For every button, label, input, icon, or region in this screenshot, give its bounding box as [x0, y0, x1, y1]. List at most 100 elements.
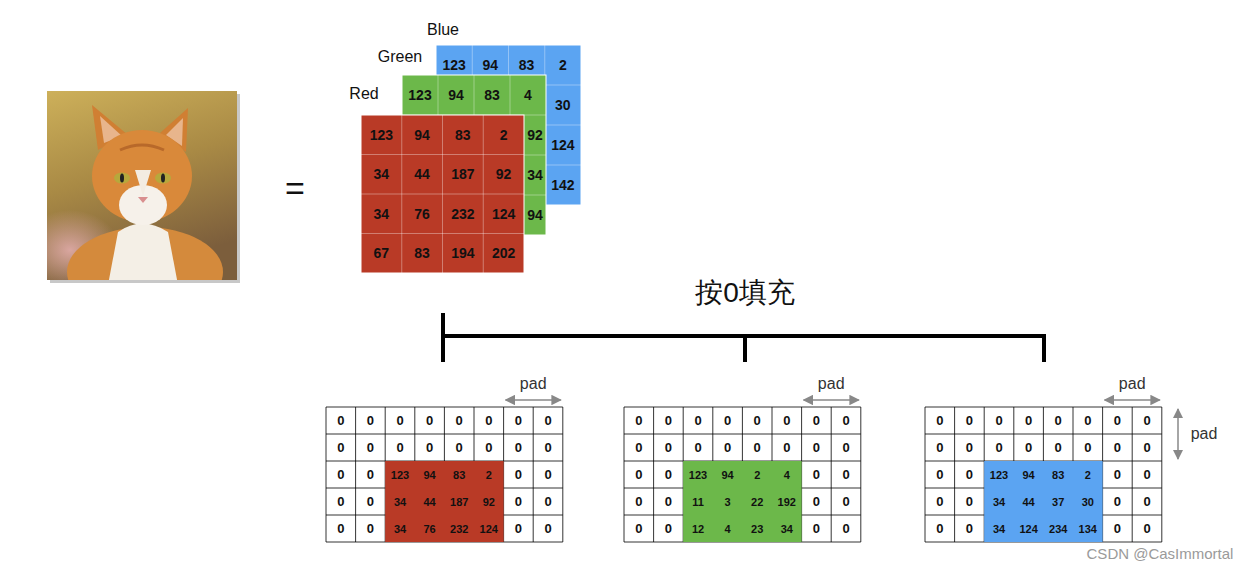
cat-blaze — [135, 170, 151, 196]
zero-pad-cell: 0 — [724, 440, 731, 455]
cat-stripe — [120, 145, 164, 150]
matrix-cell-value: 124 — [551, 137, 574, 153]
zero-pad-cell: 0 — [842, 494, 849, 509]
zero-pad-cell: 0 — [724, 413, 731, 428]
zero-pad-cell: 0 — [1143, 440, 1150, 455]
zero-pad-cell: 0 — [544, 494, 551, 509]
zero-pad-cell: 0 — [515, 494, 522, 509]
cat-pupil — [161, 174, 165, 183]
grid-line — [624, 434, 861, 435]
matrix-cell-value: 83 — [455, 127, 471, 143]
grid-line — [326, 434, 563, 435]
channel-cell-value: 23 — [751, 522, 763, 535]
cat-chest — [108, 224, 178, 281]
channel-cell-value: 3 — [725, 495, 731, 508]
zero-pad-cell: 0 — [426, 440, 433, 455]
matrix-cell-value: 2 — [559, 57, 567, 73]
zero-pad-cell: 0 — [1114, 521, 1121, 536]
zero-pad-cell: 0 — [1114, 467, 1121, 482]
pad-arrow — [1177, 409, 1179, 459]
green-padded-grid — [624, 400, 861, 542]
zero-pad-cell: 0 — [966, 440, 973, 455]
bracket-line — [743, 336, 747, 362]
zero-pad-cell: 0 — [485, 413, 492, 428]
matrix-cell-value: 34 — [527, 167, 543, 183]
matrix-cell-value: 34 — [374, 206, 390, 222]
zero-pad-cell: 0 — [1114, 440, 1121, 455]
matrix-cell-value: 92 — [527, 127, 543, 143]
zero-pad-cell: 0 — [635, 494, 642, 509]
channel-cell-value: 83 — [453, 468, 465, 481]
grid-line — [1132, 407, 1133, 542]
pad-label: pad — [520, 375, 547, 393]
channel-cell-value: 134 — [1079, 522, 1097, 535]
grid-line — [326, 407, 327, 542]
matrix-cell-value: 83 — [484, 87, 500, 103]
matrix-cell-value: 92 — [496, 166, 512, 182]
zero-pad-cell: 0 — [1114, 494, 1121, 509]
pad-label: pad — [1191, 425, 1218, 443]
zero-pad-cell: 0 — [936, 467, 943, 482]
channel-cell-value: 34 — [394, 522, 406, 535]
zero-pad-cell: 0 — [456, 413, 463, 428]
zero-pad-cell: 0 — [456, 440, 463, 455]
channel-cell-value: 123 — [990, 468, 1008, 481]
zero-pad-cell: 0 — [635, 413, 642, 428]
zero-pad-cell: 0 — [966, 413, 973, 428]
zero-pad-cell: 0 — [1143, 494, 1150, 509]
zero-pad-cell: 0 — [515, 440, 522, 455]
zero-pad-cell: 0 — [1055, 413, 1062, 428]
zero-pad-cell: 0 — [337, 467, 344, 482]
channel-cell-value: 11 — [692, 495, 704, 508]
zero-pad-cell: 0 — [813, 494, 820, 509]
grid-line — [1161, 407, 1162, 542]
zero-pad-cell: 0 — [544, 440, 551, 455]
zero-pad-cell: 0 — [337, 413, 344, 428]
zero-pad-cell: 0 — [813, 521, 820, 536]
zero-pad-cell: 0 — [635, 521, 642, 536]
matrix-grid-line — [483, 115, 484, 273]
channel-cell-value: 192 — [778, 495, 796, 508]
blue-padded-grid — [925, 400, 1162, 542]
matrix-cell-value: 44 — [414, 166, 430, 182]
channel-cell-value: 94 — [423, 468, 435, 481]
channel-cell-value: 92 — [483, 495, 495, 508]
channel-cell-value: 30 — [1082, 495, 1094, 508]
channel-cell-value: 94 — [721, 468, 733, 481]
zero-pad-cell: 0 — [665, 413, 672, 428]
channel-name: Blue — [427, 21, 459, 39]
grid-background — [925, 407, 1162, 542]
matrix-cell-value: 34 — [374, 166, 390, 182]
channel-cell-value: 76 — [423, 522, 435, 535]
cat-eye — [155, 173, 171, 184]
matrix-cell-value: 194 — [451, 245, 474, 261]
matrix-cell-value: 94 — [527, 207, 543, 223]
zero-pad-cell: 0 — [1025, 440, 1032, 455]
matrix-grid-line — [361, 194, 524, 195]
channel-cell-value: 2 — [1085, 468, 1091, 481]
zero-pad-cell: 0 — [396, 440, 403, 455]
zero-pad-cell: 0 — [337, 494, 344, 509]
grid-line — [533, 407, 534, 542]
zero-pad-cell: 0 — [783, 413, 790, 428]
pad-arrow — [804, 399, 859, 401]
zero-pad-cell: 0 — [842, 413, 849, 428]
zero-pad-cell: 0 — [936, 440, 943, 455]
grid-background — [624, 407, 861, 542]
bracket — [441, 313, 1046, 362]
channel-cell-value: 123 — [391, 468, 409, 481]
zero-pad-cell: 0 — [1084, 413, 1091, 428]
red-padded-grid — [326, 400, 563, 542]
matrix-cell-value: 83 — [414, 245, 430, 261]
zero-pad-cell: 0 — [1114, 413, 1121, 428]
zero-pad-cell: 0 — [966, 494, 973, 509]
zero-pad-cell: 0 — [635, 467, 642, 482]
zero-pad-cell: 0 — [367, 494, 374, 509]
channel-cell-value: 234 — [1049, 522, 1067, 535]
channel-cell-value: 83 — [1052, 468, 1064, 481]
matrix-cell-value: 2 — [500, 127, 508, 143]
zero-pad-cell: 0 — [1055, 440, 1062, 455]
channel-cell-value: 44 — [423, 495, 435, 508]
